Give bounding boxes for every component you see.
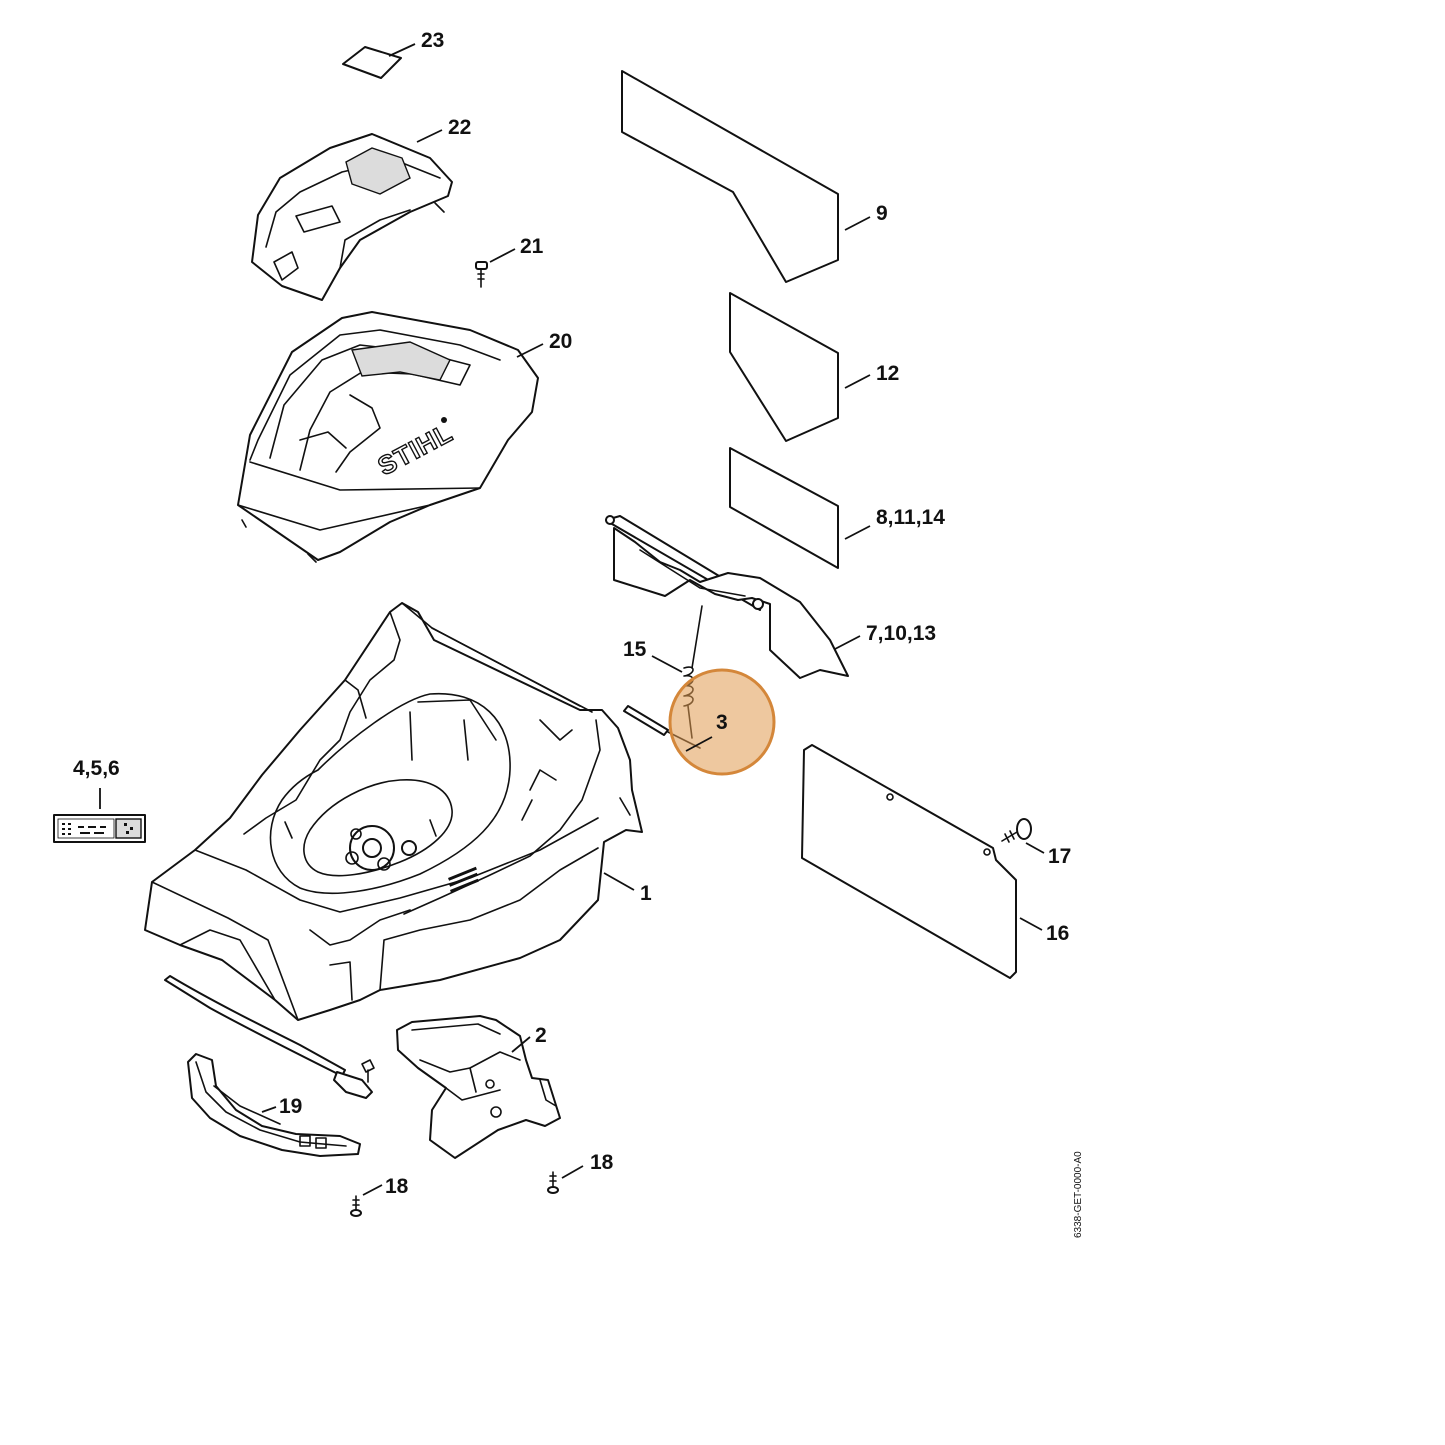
callout-16[interactable]: 16 (1046, 922, 1069, 945)
part-17-screw[interactable] (1001, 818, 1032, 843)
leader-22 (416, 129, 443, 143)
part-21-screw[interactable] (475, 261, 488, 288)
callout-15[interactable]: 15 (623, 638, 647, 661)
leader-19 (261, 1106, 277, 1113)
callout-23[interactable]: 23 (421, 29, 444, 52)
leader-21 (489, 248, 516, 263)
part-9-decal[interactable] (621, 70, 839, 283)
part-axle-rod[interactable] (164, 975, 375, 1099)
leader-9 (844, 216, 871, 231)
callout-2[interactable]: 2 (535, 1024, 547, 1047)
callout-17[interactable]: 17 (1048, 845, 1071, 868)
callout-22[interactable]: 22 (448, 116, 471, 139)
leader-8-11-14 (844, 525, 871, 540)
callout-3[interactable]: 3 (716, 711, 728, 734)
part-8-11-14-decal[interactable] (729, 447, 839, 569)
callout-18-left[interactable]: 18 (385, 1175, 409, 1198)
leader-7-10-13 (834, 635, 861, 650)
leader-2 (511, 1036, 531, 1053)
leader-15 (651, 655, 683, 673)
part-18-screw-left[interactable] (350, 1195, 362, 1217)
part-16-cover-plate[interactable] (801, 744, 1017, 979)
callout-9[interactable]: 9 (876, 202, 888, 225)
part-4-5-6-rating-label[interactable] (53, 814, 146, 843)
callout-4-5-6[interactable]: 4,5,6 (73, 757, 120, 780)
part-23-label-sticker[interactable] (342, 46, 402, 79)
callout-1[interactable]: 1 (640, 882, 652, 905)
leader-3 (685, 736, 713, 752)
leader-16 (1019, 917, 1043, 931)
part-12-decal[interactable] (729, 292, 839, 442)
drawing-code: 6338-GET-0000-A0 (1073, 1151, 1084, 1238)
leader-1 (603, 872, 635, 891)
part-18-screw-right[interactable] (547, 1171, 559, 1194)
callout-12[interactable]: 12 (876, 362, 899, 385)
leader-18-right (561, 1165, 584, 1179)
highlight-marker-part-3[interactable] (668, 668, 776, 776)
part-1-mower-deck[interactable] (144, 602, 643, 1021)
part-7-10-13-flap[interactable] (605, 515, 849, 679)
callout-21[interactable]: 21 (520, 235, 544, 258)
part-2-rear-housing[interactable] (396, 1015, 561, 1159)
callout-18-right[interactable]: 18 (590, 1151, 614, 1174)
leader-18-left (362, 1184, 383, 1196)
callout-20[interactable]: 20 (549, 330, 572, 353)
callout-8-11-14[interactable]: 8,11,14 (876, 506, 945, 529)
leader-17 (1025, 842, 1045, 854)
part-20-main-hood[interactable]: STIHL (237, 311, 539, 563)
leader-12 (844, 374, 871, 389)
leader-23 (388, 43, 416, 57)
part-22-cover-lid[interactable] (251, 133, 453, 301)
leader-20 (516, 343, 544, 358)
part-19-bracket[interactable] (187, 1053, 361, 1157)
callout-19[interactable]: 19 (279, 1095, 302, 1118)
callout-7-10-13[interactable]: 7,10,13 (866, 622, 936, 645)
